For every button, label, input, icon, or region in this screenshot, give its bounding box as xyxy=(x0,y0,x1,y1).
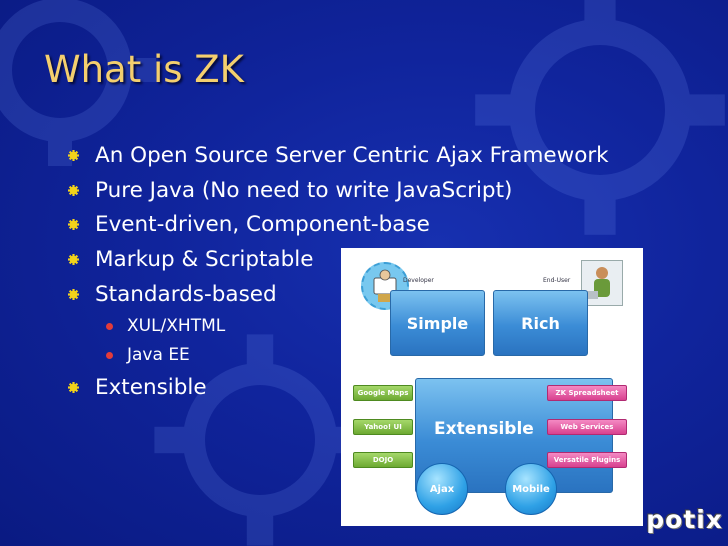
dot-bullet-icon xyxy=(106,322,113,330)
zk-spreadsheet-tag: ZK Spreadsheet xyxy=(547,385,627,401)
bullet-item: Markup & Scriptable xyxy=(66,242,609,277)
gear-watermark-icon xyxy=(475,0,725,235)
sub-bullet-item: XUL/XHTML xyxy=(66,312,609,341)
bullet-text: Markup & Scriptable xyxy=(95,247,314,273)
slide-title: What is ZK xyxy=(44,48,244,91)
simple-label: Simple xyxy=(406,313,469,333)
gear-watermark-icon xyxy=(154,334,366,546)
google-maps-label: Google Maps xyxy=(357,389,409,397)
gear-bullet-icon xyxy=(68,289,79,301)
versatile-plugins-tag: Versatile Plugins xyxy=(547,452,627,468)
gear-bullet-icon xyxy=(68,184,79,196)
extensible-label: Extensible xyxy=(434,419,534,439)
google-maps-tag: Google Maps xyxy=(353,385,413,401)
gear-bullet-icon xyxy=(68,149,79,161)
end-user-figure-icon xyxy=(586,267,610,299)
dojo-tag: DOJO xyxy=(353,452,413,468)
ajax-orb: Ajax xyxy=(416,463,468,515)
developer-figure-icon xyxy=(373,269,397,302)
sub-bullet-item: Java EE xyxy=(66,341,609,370)
mobile-orb: Mobile xyxy=(505,463,557,515)
bullet-item: Pure Java (No need to write JavaScript) xyxy=(66,173,609,208)
gear-bullet-icon xyxy=(68,219,79,231)
bullet-text: Event-driven, Component-base xyxy=(95,212,430,238)
web-services-tag: Web Services xyxy=(547,419,627,435)
web-services-label: Web Services xyxy=(560,423,614,431)
bullet-item: Standards-based xyxy=(66,277,609,312)
sub-bullet-text: Java EE xyxy=(127,345,190,366)
versatile-plugins-label: Versatile Plugins xyxy=(553,456,621,464)
developer-label: Developer xyxy=(403,277,434,284)
bullet-item: Event-driven, Component-base xyxy=(66,208,609,243)
bullet-item: An Open Source Server Centric Ajax Frame… xyxy=(66,138,609,173)
end-user-label: End-User xyxy=(543,277,571,284)
gear-bullet-icon xyxy=(68,254,79,266)
bullet-text: Extensible xyxy=(95,374,207,400)
dojo-label: DOJO xyxy=(372,456,394,464)
ajax-label: Ajax xyxy=(429,483,455,495)
bullet-item: Extensible xyxy=(66,370,609,405)
potix-logo: potix xyxy=(646,504,723,534)
dot-bullet-icon xyxy=(106,351,113,359)
bullet-text: Standards-based xyxy=(95,282,277,308)
mobile-label: Mobile xyxy=(512,483,550,495)
zk-architecture-diagram: Developer End-User Simple Rich Extensibl… xyxy=(341,248,643,526)
rich-label: Rich xyxy=(521,313,560,333)
zk-spreadsheet-label: ZK Spreadsheet xyxy=(555,389,619,397)
bullet-list: An Open Source Server Centric Ajax Frame… xyxy=(66,138,609,405)
yahoo-ui-tag: Yahoo! UI xyxy=(353,419,413,435)
gear-watermark-icon xyxy=(0,0,156,166)
rich-box: Rich xyxy=(493,290,588,356)
bullet-text: An Open Source Server Centric Ajax Frame… xyxy=(95,142,609,168)
sub-bullet-text: XUL/XHTML xyxy=(127,316,226,337)
simple-box: Simple xyxy=(390,290,485,356)
bullet-text: Pure Java (No need to write JavaScript) xyxy=(95,177,513,203)
end-user-avatar-icon xyxy=(581,260,623,306)
yahoo-ui-label: Yahoo! UI xyxy=(364,423,402,431)
gear-bullet-icon xyxy=(68,381,79,393)
